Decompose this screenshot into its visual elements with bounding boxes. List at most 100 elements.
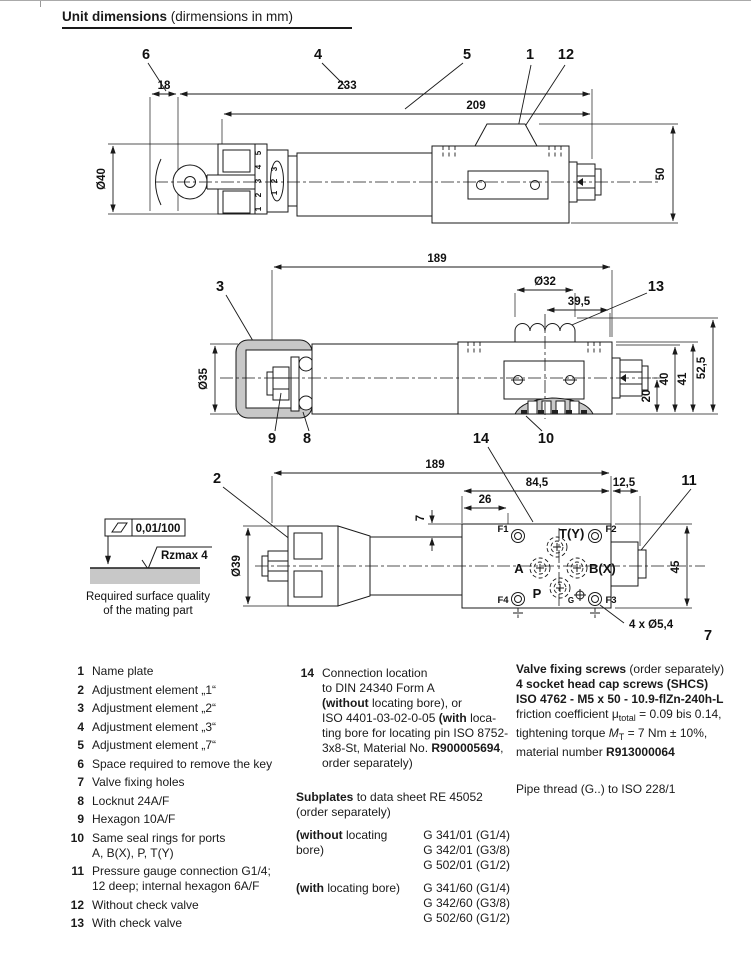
- legend-item-7: 7 Valve fixing holes: [66, 775, 292, 790]
- callout-3: 3: [216, 279, 224, 295]
- technical-drawing: 6 4 5 1 12 18 233 209 Ø40: [86, 47, 718, 644]
- legend-num: 5: [77, 738, 84, 752]
- legend-num: 3: [77, 701, 84, 715]
- port-face: F1 T(Y) F2 A B(X) P F4 G F3: [461, 523, 647, 618]
- dim-52-5: 52,5: [696, 356, 708, 379]
- note-line: ting bore for locating pin ISO 8752-: [322, 726, 509, 740]
- legend-num: 6: [77, 756, 84, 771]
- valve-body-2: [457, 323, 649, 415]
- legend-num: 14: [300, 666, 314, 680]
- roughness-value: Rzmax 4: [161, 550, 208, 562]
- window-mark-3: 3: [270, 166, 279, 171]
- note-line: Connection location: [322, 666, 428, 680]
- scale-mark-3: 3: [254, 178, 263, 183]
- dim-41: 41: [677, 372, 689, 385]
- name-plate: [467, 170, 549, 200]
- adjustment-screw: [266, 371, 274, 396]
- dim-50: 50: [655, 168, 667, 181]
- callout-6: 6: [142, 47, 150, 63]
- name-plate-2: [503, 360, 585, 400]
- dim-7: 7: [415, 515, 427, 521]
- note-line: 3x8-St, Material No. R900005694,: [322, 741, 504, 755]
- callout-7: 7: [704, 628, 712, 644]
- legend-item-5: 5 Adjustment element „7“: [66, 738, 292, 753]
- adjustment-knob: 5 4 3 2 1 3 2 1: [206, 143, 298, 215]
- note-line: order separately): [322, 756, 413, 770]
- label-f2: F2: [605, 524, 616, 535]
- dim-18: 18: [158, 80, 171, 92]
- screws-column: Valve fixing screws (order separately) 4…: [516, 662, 748, 797]
- dim-233: 233: [337, 80, 356, 92]
- view-side-with-key: 6 4 5 1 12 18 233 209 Ø40: [96, 47, 678, 224]
- callout-8: 8: [303, 431, 311, 447]
- scale-mark-5: 5: [254, 150, 263, 155]
- legend-num: 9: [77, 812, 84, 826]
- dim-189-mid: 189: [427, 253, 446, 265]
- title-main: Unit dimensions: [62, 9, 168, 24]
- label-ty: T(Y): [559, 526, 584, 541]
- subplates-title: Subplates to data sheet RE 45052: [296, 790, 483, 804]
- protection-cap: [235, 339, 314, 419]
- title-sub: (dirmensions in mm): [167, 9, 294, 24]
- label-f1: F1: [497, 524, 509, 535]
- fixing-hole-f4: [511, 592, 525, 606]
- subplates-row-with: (with locating bore) G 341/60 (G1/4) G 3…: [296, 881, 510, 926]
- subplate-code: G 341/01 (G1/4): [423, 828, 510, 842]
- note-line: ISO 4401-03-02-0-05 (with loca-: [322, 711, 497, 725]
- legend-text: Space required to remove the key: [92, 756, 273, 771]
- callout-14: 14: [473, 431, 489, 447]
- legend-text: Valve fixing holes: [92, 775, 185, 789]
- notes-column: 14 Connection location to DIN 24340 Form…: [296, 666, 510, 926]
- subplate-code: G 341/60 (G1/4): [423, 881, 510, 895]
- legend-num: 4: [77, 719, 84, 734]
- legend-text: With check valve: [92, 916, 183, 930]
- legend-num: 8: [77, 793, 84, 808]
- legend-item-14: 14 Connection location to DIN 24340 Form…: [296, 666, 510, 771]
- screws-line: Valve fixing screws (order separately): [516, 662, 725, 676]
- legend-text: Adjustment element „7“: [92, 738, 217, 752]
- roughness-icon: [141, 546, 212, 571]
- legend-text: Adjustment element „1“: [92, 682, 217, 697]
- subplates-row-without: (without locating bore) G 341/01 (G1/4) …: [296, 828, 510, 873]
- valve-tube-2: [311, 343, 459, 415]
- subplate-label: (with locating bore): [296, 881, 401, 895]
- callout-11: 11: [681, 473, 696, 489]
- subplate-code: G 342/01 (G3/8): [423, 843, 510, 857]
- dim-209: 209: [466, 100, 485, 112]
- scale-mark-2: 2: [254, 192, 263, 197]
- callout-5: 5: [463, 47, 471, 63]
- dim-20: 20: [641, 390, 653, 403]
- legend-item-8: 8 Locknut 24A/F: [66, 794, 292, 809]
- port-p: [549, 577, 571, 599]
- seal-rings: [514, 397, 594, 415]
- subplate-code: G 502/01 (G1/2): [423, 858, 510, 872]
- legend-text: Locknut 24A/F: [92, 793, 170, 808]
- legend-num: 11: [71, 864, 84, 878]
- screws-line: tightening torque MT = 7 Nm ± 10%,: [516, 726, 708, 742]
- label-f4: F4: [497, 595, 509, 606]
- legend-num: 1: [77, 664, 84, 678]
- legend-num: 7: [77, 775, 84, 789]
- port-t: [546, 536, 568, 558]
- subplate-code: G 342/60 (G3/8): [423, 896, 510, 910]
- page-title: Unit dimensions (dirmensions in mm): [62, 9, 352, 29]
- flatness-icon: [111, 522, 128, 533]
- screws-line: material number R913000064: [516, 745, 675, 759]
- dim-40: 40: [659, 373, 671, 386]
- label-bx: B(X): [589, 561, 616, 576]
- fixing-hole-f1: [511, 529, 525, 543]
- legend-text: Pressure gauge connection G1/4;12 deep; …: [92, 864, 271, 893]
- dim-dia32: Ø32: [534, 276, 556, 288]
- check-valve-cover: [474, 123, 538, 147]
- connection-location-text: Connection location to DIN 24340 Form A …: [322, 666, 510, 771]
- callout-2: 2: [213, 471, 221, 487]
- scale-mark-1: 1: [254, 206, 263, 211]
- dim-39-5: 39,5: [568, 296, 591, 308]
- window-mark-1: 1: [270, 190, 279, 195]
